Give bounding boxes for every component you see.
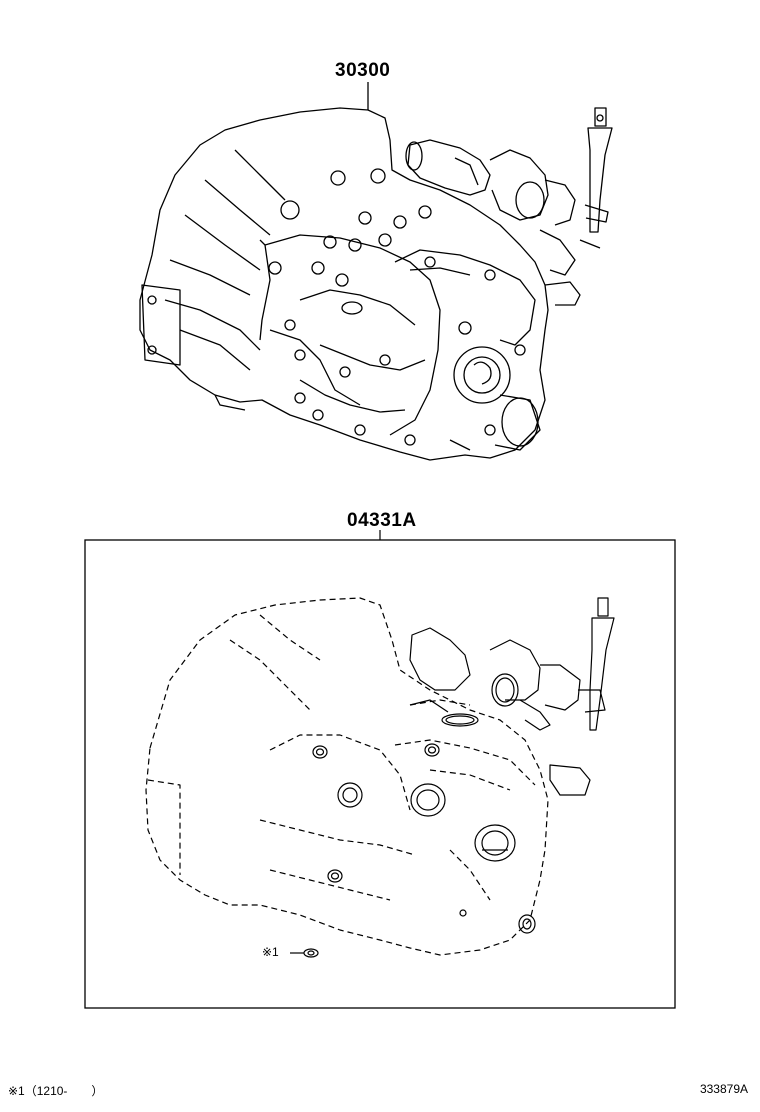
oil-seal-7: [518, 914, 536, 934]
footnote-note: ※1（1210- ）: [8, 1084, 104, 1098]
oil-seal-2: [424, 743, 440, 757]
oil-seal-4: [410, 783, 446, 817]
oil-seal-5: [474, 824, 516, 862]
oil-seal-6: [327, 869, 343, 883]
kit-item-marker: ※1: [262, 945, 279, 959]
transaxle-assembly-drawing: [139, 82, 613, 461]
o-ring-1: [441, 713, 479, 727]
gasket-kit-drawing: [145, 597, 615, 958]
oil-seal-3: [337, 782, 363, 808]
illustration-id: 333879A: [699, 1082, 748, 1096]
part-number-04331a: 04331A: [347, 510, 417, 531]
kit-frame: [84, 539, 676, 1009]
kit-item-washer: [303, 948, 319, 958]
o-ring-2: [491, 673, 519, 707]
oil-seal-1: [312, 745, 328, 759]
part-number-30300: 30300: [335, 60, 391, 81]
